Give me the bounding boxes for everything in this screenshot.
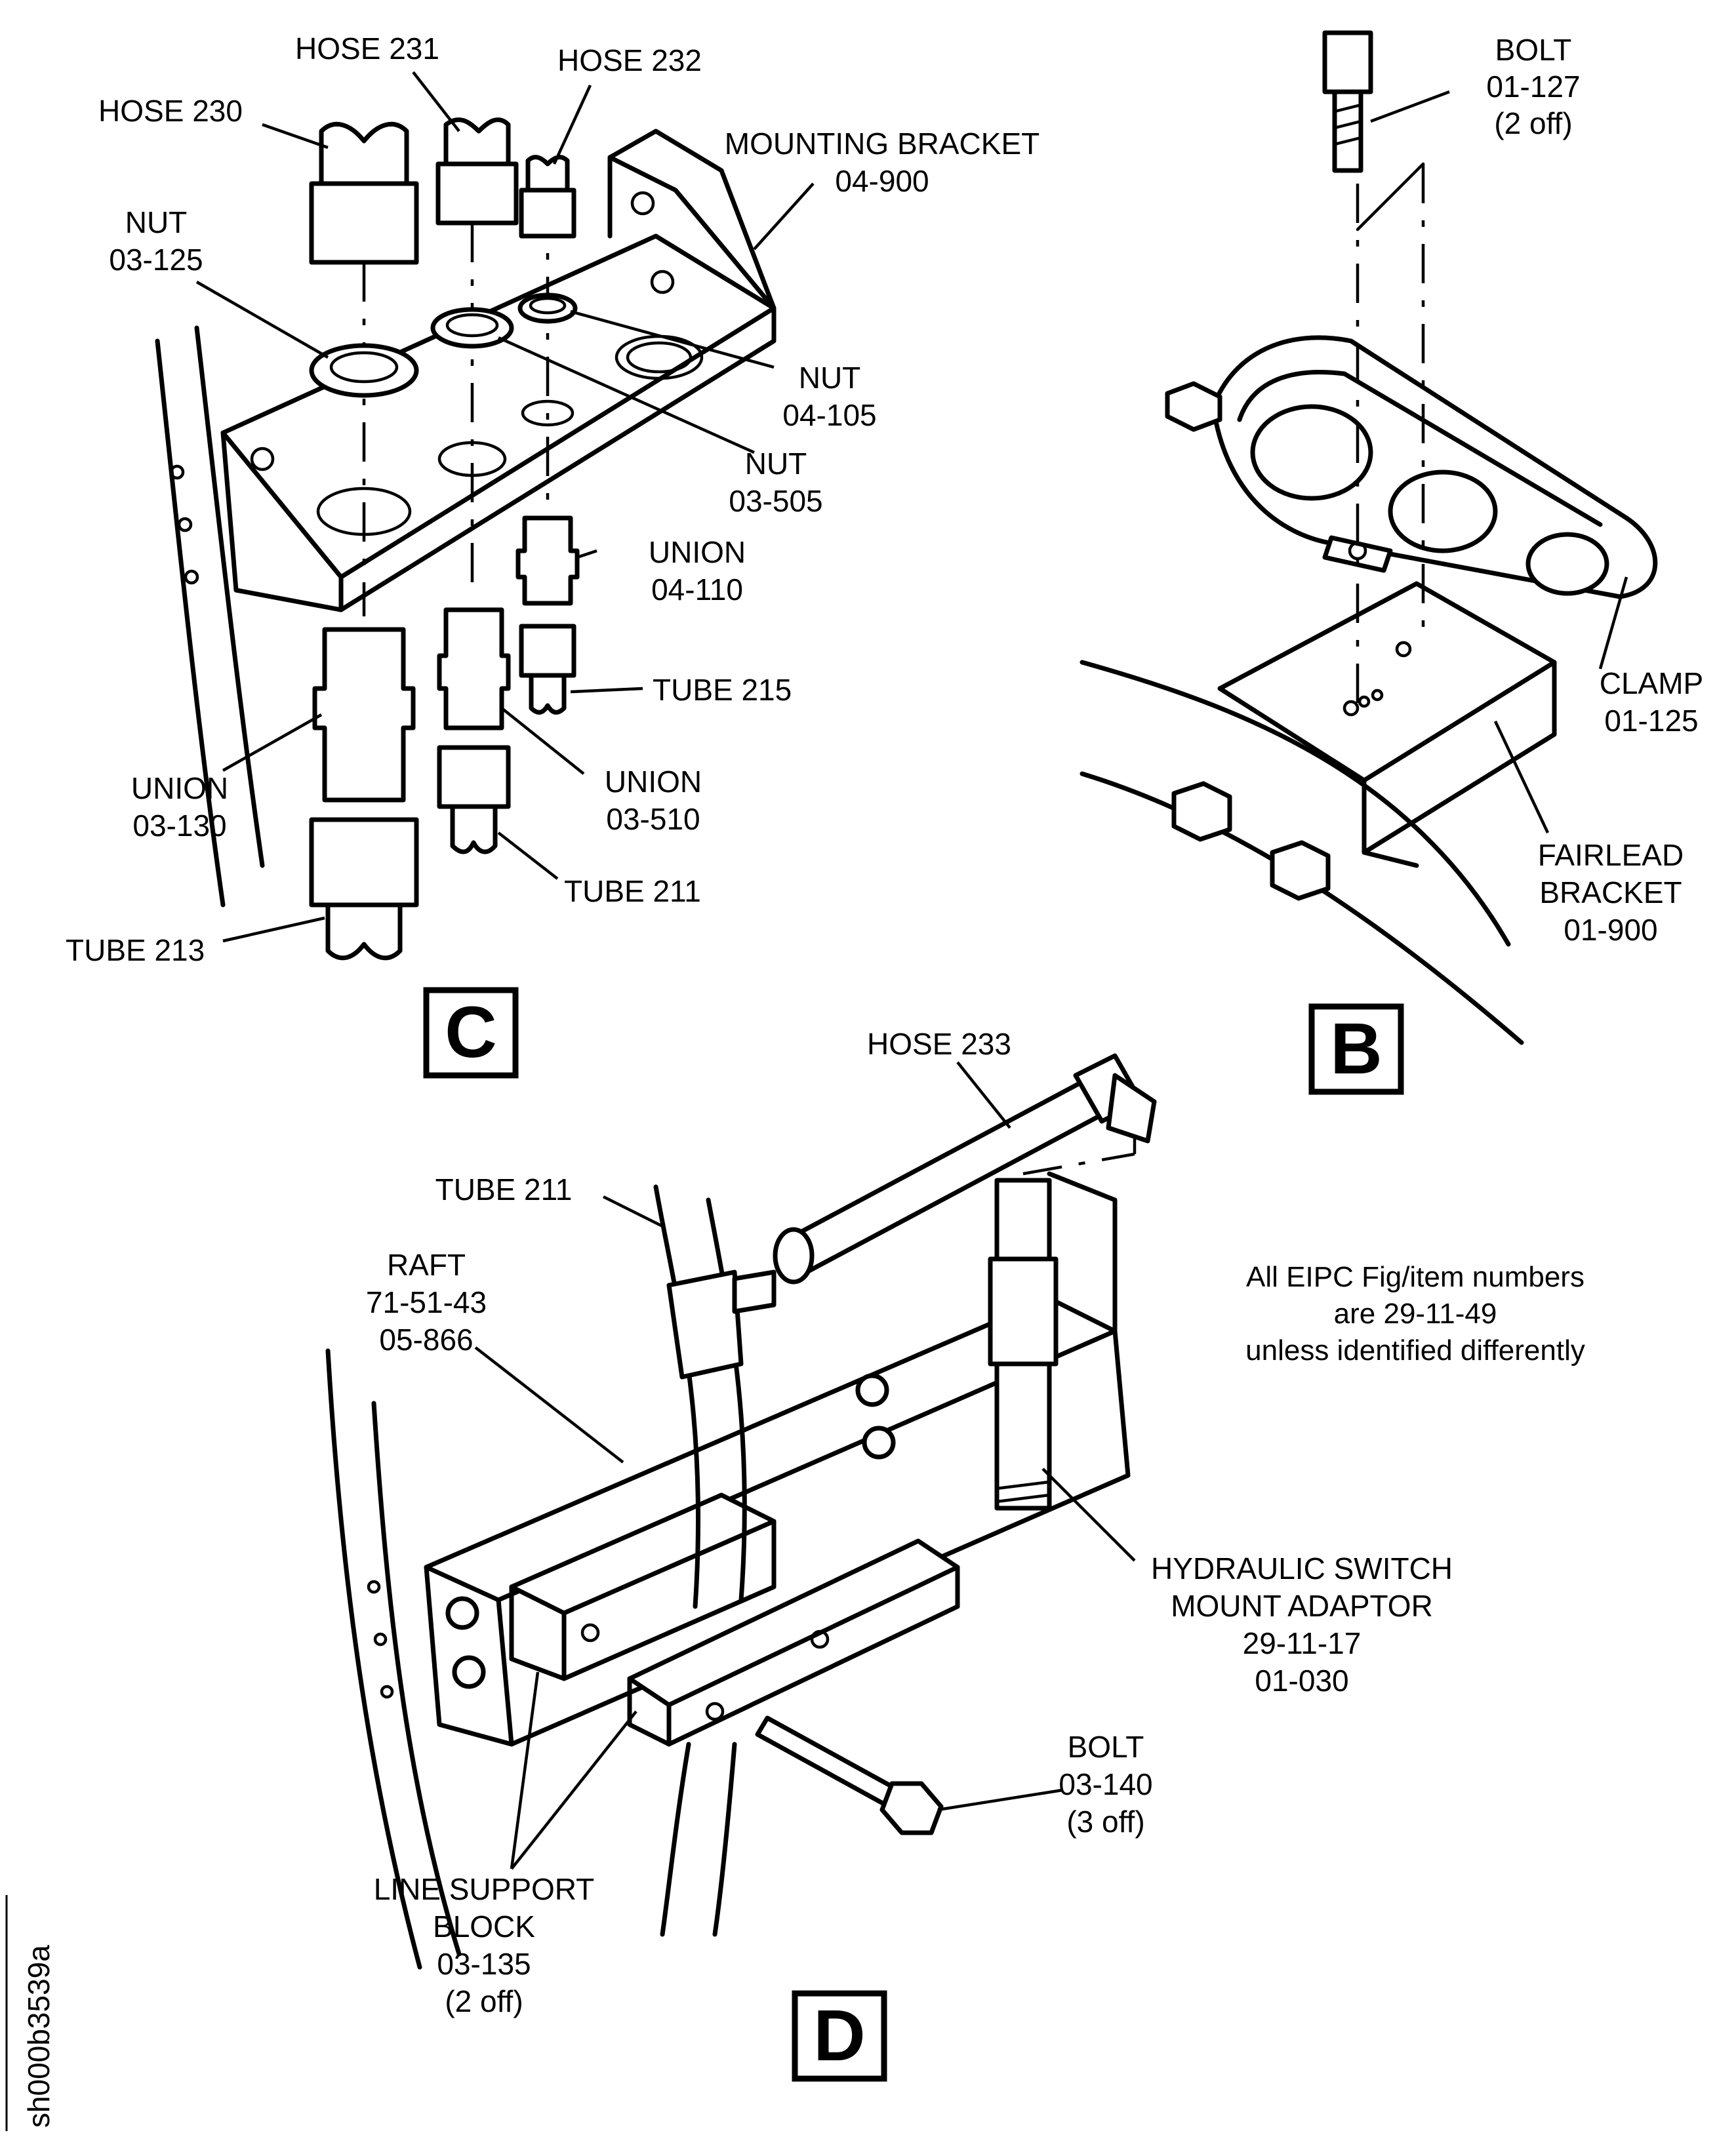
label-hose-233: HOSE 233 <box>867 1027 1011 1061</box>
view-box-c <box>423 987 519 1079</box>
view-letter-d: D <box>813 1995 865 2076</box>
label-line-support-2: BLOCK <box>433 1909 535 1944</box>
eipc-note: All EIPC Fig/item numbers are 29-11-49 u… <box>1245 1261 1585 1367</box>
label-bolt-01-127-3: (2 off) <box>1494 106 1572 140</box>
label-union-03-510-2: 03-510 <box>606 802 700 836</box>
label-bolt-01-127-2: 01-127 <box>1486 70 1580 104</box>
label-tube-211-d: TUBE 211 <box>435 1172 573 1207</box>
label-hydraulic-switch-4: 01-030 <box>1255 1664 1348 1698</box>
label-nut-04-105-2: 04-105 <box>782 398 876 432</box>
label-hose-230: HOSE 230 <box>98 94 243 128</box>
label-bolt-03-140-2: 03-140 <box>1059 1767 1152 1801</box>
label-clamp-1: CLAMP <box>1600 666 1703 700</box>
label-nut-04-105-1: NUT <box>799 361 861 395</box>
label-line-support-1: LINE SUPPORT <box>374 1872 595 1906</box>
view-letter-c: C <box>445 992 496 1073</box>
label-hydraulic-switch-1: HYDRAULIC SWITCH <box>1151 1551 1453 1586</box>
view-box-b <box>1308 1003 1404 1095</box>
label-fairlead-2: BRACKET <box>1539 875 1682 909</box>
label-hydraulic-switch-2: MOUNT ADAPTOR <box>1171 1589 1433 1623</box>
label-bolt-01-127-1: BOLT <box>1495 33 1572 67</box>
label-line-support-3: 03-135 <box>437 1947 531 1981</box>
label-union-04-110-2: 04-110 <box>651 572 743 607</box>
label-nut-03-505-2: 03-505 <box>729 484 822 518</box>
note-line-2: are 29-11-49 <box>1334 1298 1497 1330</box>
label-tube-215: TUBE 215 <box>653 673 792 707</box>
view-d-leaders <box>474 1061 1136 1870</box>
label-clamp-2: 01-125 <box>1604 704 1698 738</box>
label-hose-231: HOSE 231 <box>295 31 439 66</box>
label-raft-2: 71-51-43 <box>366 1285 487 1319</box>
view-d-artwork <box>325 1053 1157 1970</box>
label-nut-03-125-2: 03-125 <box>109 243 203 277</box>
label-mounting-bracket-2: 04-900 <box>835 164 929 198</box>
label-union-03-130-2: 03-130 <box>132 809 226 843</box>
note-line-1: All EIPC Fig/item numbers <box>1246 1261 1585 1293</box>
sheet-id: sh000b3539a <box>22 1945 56 2128</box>
label-bolt-03-140-3: (3 off) <box>1066 1805 1144 1839</box>
view-c-leaders <box>195 71 815 943</box>
view-b-leaders <box>1370 90 1628 833</box>
label-raft-3: 05-866 <box>379 1323 473 1357</box>
label-hose-232: HOSE 232 <box>557 43 702 77</box>
label-bolt-03-140-1: BOLT <box>1068 1730 1144 1764</box>
label-union-04-110-1: UNION <box>649 535 746 569</box>
label-hydraulic-switch-3: 29-11-17 <box>1243 1626 1362 1660</box>
label-mounting-bracket-1: MOUNTING BRACKET <box>725 127 1040 161</box>
label-raft-1: RAFT <box>387 1248 466 1282</box>
label-union-03-510-1: UNION <box>605 765 702 799</box>
label-line-support-4: (2 off) <box>445 1984 523 2018</box>
view-b-artwork <box>1080 30 1658 1045</box>
label-fairlead-3: 01-900 <box>1564 913 1657 947</box>
label-union-03-130-1: UNION <box>131 771 228 805</box>
view-letter-b: B <box>1330 1009 1382 1089</box>
view-c-artwork <box>155 117 777 961</box>
label-tube-211-c: TUBE 211 <box>564 874 701 908</box>
view-box-d <box>792 1990 887 2082</box>
label-nut-03-505-1: NUT <box>745 447 807 481</box>
label-tube-213: TUBE 213 <box>66 933 205 967</box>
label-nut-03-125-1: NUT <box>125 205 188 239</box>
label-fairlead-1: FAIRLEAD <box>1538 838 1684 872</box>
callout-labels: HOSE 230 HOSE 231 HOSE 232 MOUNTING BRAC… <box>66 31 1703 2018</box>
note-line-3: unless identified differently <box>1245 1334 1585 1367</box>
